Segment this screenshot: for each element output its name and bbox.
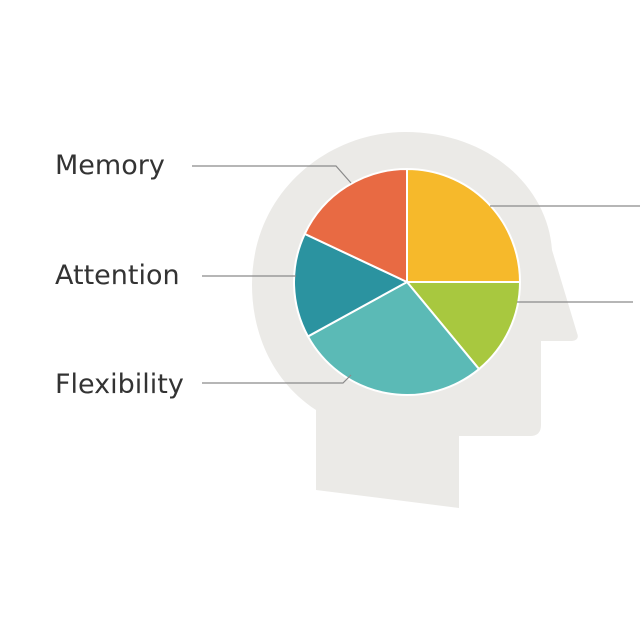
label-memory: Memory <box>55 150 165 181</box>
slice-teal-light <box>306 280 481 396</box>
leader-line-flexibility <box>202 374 352 384</box>
leader-lines <box>192 165 640 384</box>
slice-yellow <box>406 167 522 283</box>
slice-teal-dark <box>293 232 410 338</box>
leader-line-memory <box>192 165 352 184</box>
label-attention: Attention <box>55 260 180 291</box>
slice-orange <box>303 167 408 284</box>
label-flexibility: Flexibility <box>55 369 184 400</box>
pie-slices <box>293 167 522 396</box>
slice-green <box>404 281 522 371</box>
